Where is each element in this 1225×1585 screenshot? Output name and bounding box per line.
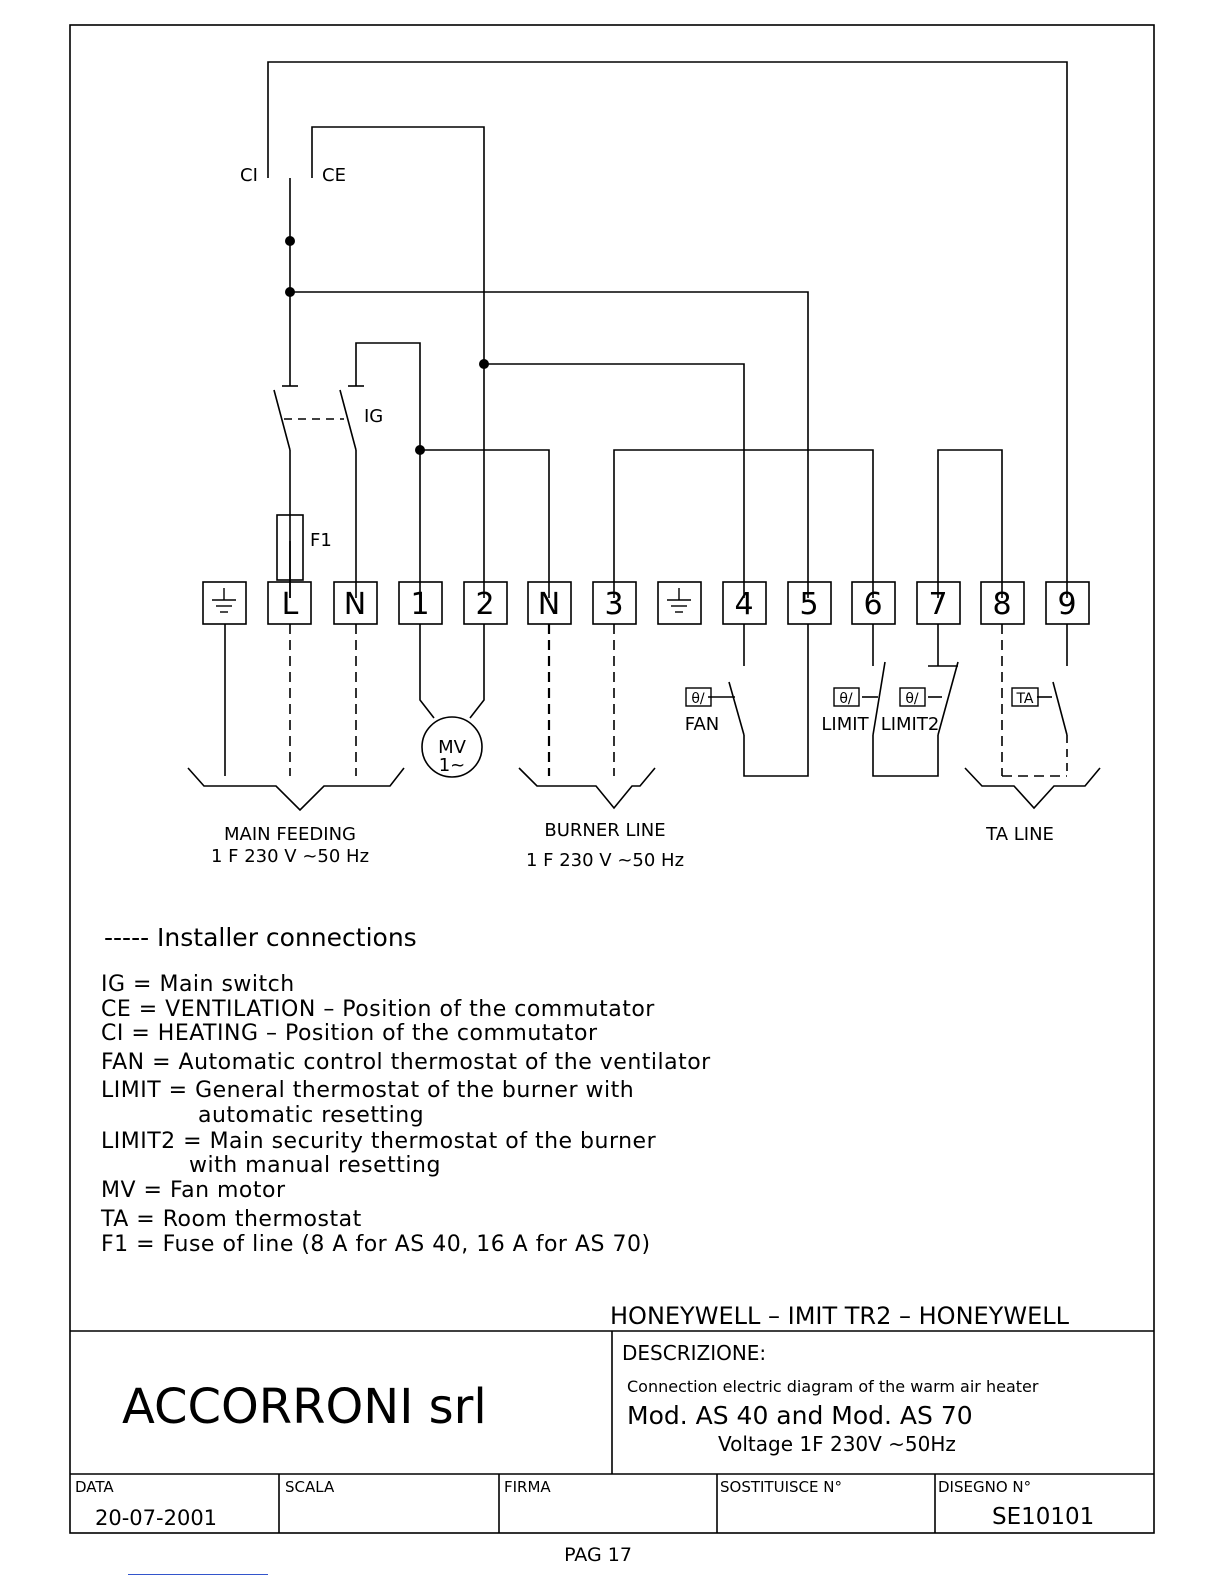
installer-connections-note: ----- Installer connections	[104, 923, 417, 952]
description-line-3: Voltage 1F 230V ~50Hz	[718, 1432, 956, 1456]
fuse-label: F1	[310, 530, 332, 551]
ta-line-bracket	[964, 767, 1101, 810]
description-line-2: Mod. AS 40 and Mod. AS 70	[627, 1401, 973, 1430]
ta-line-title: TA LINE	[985, 824, 1054, 845]
sostituisce-label: SOSTITUISCE N°	[720, 1478, 842, 1496]
terminal-label: N	[538, 587, 560, 622]
limit-thermostat-box	[833, 687, 860, 707]
fan-motor-symbol	[421, 716, 483, 778]
limit-label: LIMIT	[821, 714, 869, 735]
terminal-label: L	[282, 587, 299, 622]
legend-item: LIMIT = General thermostat of the burner…	[101, 1078, 634, 1103]
terminal-label: 2	[475, 587, 494, 622]
terminal-label: 8	[992, 587, 1011, 622]
main-feeding-voltage: 1 F 230 V ~50 Hz	[211, 846, 369, 867]
terminal-block	[202, 581, 1090, 625]
data-label: DATA	[75, 1478, 114, 1496]
firma-label: FIRMA	[504, 1478, 551, 1496]
terminal-label: 9	[1057, 587, 1076, 622]
fan-label: FAN	[685, 714, 719, 735]
terminal-label: 7	[928, 587, 947, 622]
terminal-label: 3	[604, 587, 623, 622]
motor-label: MV	[438, 737, 467, 758]
terminal-label: 4	[734, 587, 753, 622]
burner-line-title: BURNER LINE	[544, 820, 665, 841]
legend-item: TA = Room thermostat	[100, 1207, 362, 1232]
footer-link-underline[interactable]	[128, 1574, 268, 1575]
legend-item: LIMIT2 = Main security thermostat of the…	[101, 1129, 657, 1154]
description-line-1: Connection electric diagram of the warm …	[627, 1377, 1039, 1396]
legend-item: CI = HEATING – Position of the commutato…	[101, 1021, 598, 1046]
page-number: PAG 17	[564, 1544, 632, 1566]
burner-line-bracket	[518, 767, 656, 810]
terminal-labels: L N 1 2 N 3 4 5 6 7 8 9	[282, 587, 1077, 622]
motor-phase-label: 1~	[439, 755, 466, 776]
ce-label: CE	[322, 165, 346, 186]
disegno-value: SE10101	[992, 1504, 1094, 1530]
limit2-label: LIMIT2	[881, 714, 940, 735]
terminal-label: 1	[410, 587, 429, 622]
terminal-label: 5	[799, 587, 818, 622]
terminal-label: N	[344, 587, 366, 622]
legend-item: CE = VENTILATION – Position of the commu…	[101, 997, 655, 1022]
ci-label: CI	[240, 165, 258, 186]
ta-thermostat-box	[1011, 687, 1039, 707]
terminal-label: 6	[863, 587, 882, 622]
disegno-label: DISEGNO N°	[938, 1478, 1031, 1496]
legend-item: MV = Fan motor	[101, 1178, 286, 1203]
legend-item: automatic resetting	[198, 1103, 424, 1128]
scala-label: SCALA	[285, 1478, 335, 1496]
fan-thermostat-box	[685, 687, 712, 707]
main-feeding-title: MAIN FEEDING	[224, 824, 356, 845]
ig-label: IG	[364, 406, 383, 427]
company-name: ACCORRONI srl	[122, 1379, 487, 1435]
main-feeding-bracket	[187, 767, 405, 812]
ta-thermostat-symbol: TA	[1015, 691, 1033, 707]
description-label: DESCRIZIONE:	[622, 1341, 766, 1365]
legend-item: FAN = Automatic control thermostat of th…	[101, 1050, 711, 1075]
fan-thermostat-symbol: θ/	[691, 691, 705, 707]
title-block-header: HONEYWELL – IMIT TR2 – HONEYWELL	[610, 1302, 1070, 1330]
limit2-thermostat-symbol: θ/	[905, 691, 919, 707]
legend-item: IG = Main switch	[101, 972, 295, 997]
legend-list: IG = Main switch CE = VENTILATION – Posi…	[100, 972, 711, 1257]
sheet-border	[69, 24, 1155, 1534]
data-value: 20-07-2001	[95, 1506, 217, 1530]
legend-item: F1 = Fuse of line (8 A for AS 40, 16 A f…	[101, 1232, 651, 1257]
limit2-thermostat-box	[899, 687, 926, 707]
burner-line-voltage: 1 F 230 V ~50 Hz	[526, 850, 684, 871]
legend-item: with manual resetting	[189, 1153, 441, 1178]
limit-thermostat-symbol: θ/	[839, 691, 853, 707]
